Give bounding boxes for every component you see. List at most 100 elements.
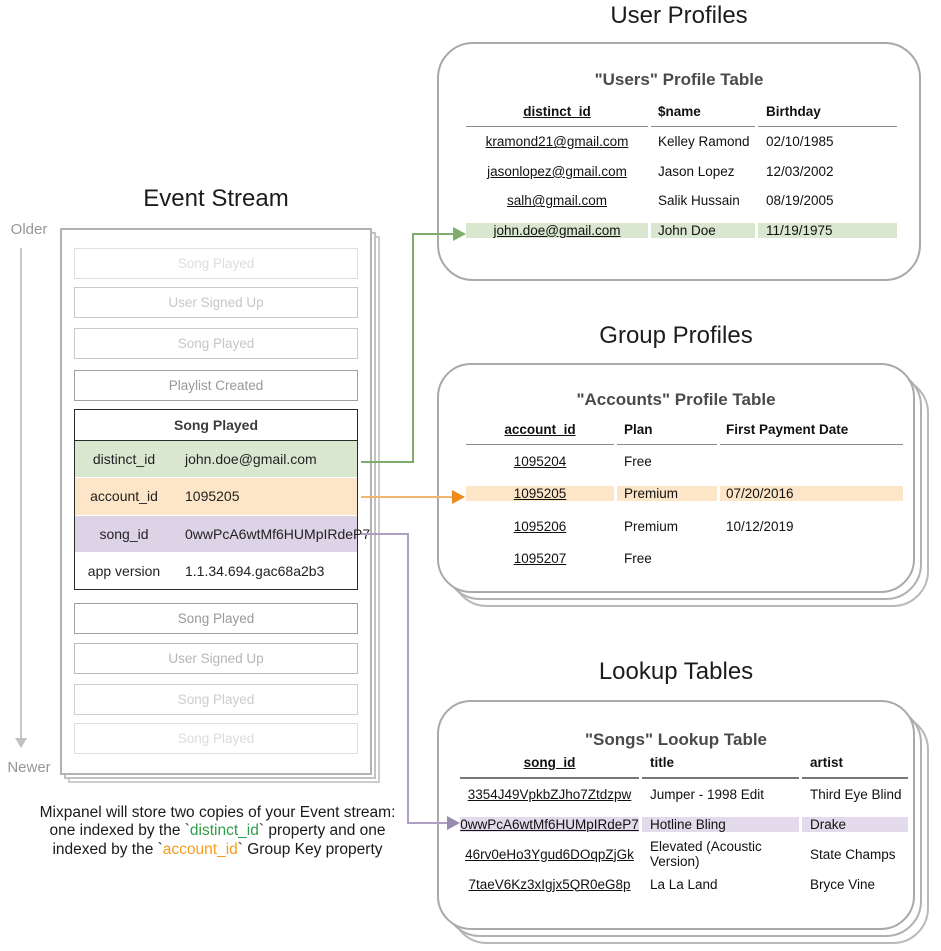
account-id-arrowhead-icon <box>452 490 465 504</box>
caption-highlighted-term: distinct_id <box>189 822 259 840</box>
accounts-table-row: 1095207 Free <box>466 543 903 576</box>
songs-table-cell: 46rv0eHo3Ygud6DOqpZjGk <box>465 846 634 862</box>
accounts-table-heading: "Accounts" Profile Table <box>576 390 776 409</box>
users-column-header: distinct_id <box>466 104 648 127</box>
newer-label: Newer <box>7 759 51 776</box>
event-item: Song Played <box>74 723 358 754</box>
users-table-cell: 12/03/2002 <box>766 163 834 179</box>
caption-line: one indexed by the `distinct_id` propert… <box>25 822 410 840</box>
event-item: User Signed Up <box>74 287 358 318</box>
songs-table-cell: 3354J49VpkbZJho7Ztdzpw <box>467 786 632 802</box>
songs-table-cell: Elevated (Acoustic Version) <box>650 839 762 869</box>
accounts-table-cell: 1095206 <box>513 518 567 534</box>
event-property-key: app version <box>87 562 161 579</box>
accounts-table-cell: 1095207 <box>513 551 567 567</box>
accounts-table-cell: 10/12/2019 <box>726 518 794 534</box>
caption-segment: Mixpanel will store two copies of your E… <box>39 804 396 821</box>
accounts-table-row: 1095206 Premium 10/12/2019 <box>466 510 903 543</box>
user-profiles-title: User Profiles <box>610 2 748 29</box>
song-id-arrowhead-icon <box>447 816 460 830</box>
distinct-id-connector-line <box>412 233 414 463</box>
users-table-cell: jasonlopez@gmail.com <box>487 163 627 179</box>
users-column-header: $name <box>651 104 755 127</box>
accounts-table-cell: 1095205 <box>466 486 614 502</box>
expanded-event-card: Song Played distinct_id john.doe@gmail.co… <box>74 409 370 590</box>
songs-table-row: 46rv0eHo3Ygud6DOqpZjGk Elevated (Acoustic… <box>460 839 908 869</box>
event-stream-stack: Song Played distinct_id john.doe@gmail.co… <box>60 228 380 783</box>
event-property-row: app version 1.1.34.694.gac68a2b3 <box>75 551 357 589</box>
users-table-row: salh@gmail.com Salik Hussain 08/19/2005 <box>466 186 900 216</box>
users-table-cell: 11/19/1975 <box>758 222 897 238</box>
users-table-cell: john.doe@gmail.com <box>466 222 648 238</box>
users-table-cell: John Doe <box>651 222 755 238</box>
caption-line: Mixpanel will store two copies of your E… <box>25 804 410 822</box>
songs-table-body: 3354J49VpkbZJho7Ztdzpw Jumper - 1998 Edit… <box>460 779 908 899</box>
songs-column-header: song_id <box>460 755 639 779</box>
event-property-row: distinct_id john.doe@gmail.com <box>75 441 357 478</box>
songs-column-header: artist <box>802 755 908 779</box>
accounts-column-header: Plan <box>617 422 717 445</box>
song-id-connector-line <box>407 822 449 824</box>
caption-line: indexed by the `account_id` Group Key pr… <box>25 841 410 859</box>
event-property-key: song_id <box>99 525 149 542</box>
accounts-table-cell: Premium <box>617 486 717 502</box>
event-property-value: john.doe@gmail.com <box>185 451 317 468</box>
users-table-cell: salh@gmail.com <box>507 193 607 209</box>
users-table-cell: Salik Hussain <box>658 193 740 209</box>
accounts-table-cell: Free <box>624 551 652 567</box>
event-property-key: account_id <box>90 488 158 505</box>
users-table-cell: Kelley Ramond <box>658 134 750 150</box>
event-stream-title: Event Stream <box>143 185 289 212</box>
distinct-id-connector-line <box>412 233 456 235</box>
caption-segment: ` property and one <box>258 822 386 840</box>
event-property-value: 0wwPcA6wtMf6HUMpIRdeP7 <box>185 525 371 542</box>
users-table-cell: 02/10/1985 <box>766 134 834 150</box>
group-profiles-title: Group Profiles <box>599 322 753 349</box>
accounts-table-cell: Premium <box>624 518 679 534</box>
songs-table-cell: Third Eye Blind <box>810 786 902 802</box>
songs-table-cell: La La Land <box>650 876 718 892</box>
event-stream-panel: Song Played distinct_id john.doe@gmail.co… <box>60 228 372 775</box>
caption-segment: ` Group Key property <box>237 840 383 858</box>
expanded-event-title: Song Played <box>75 410 357 441</box>
users-table-body: kramond21@gmail.com Kelley Ramond 02/10/19… <box>466 127 900 245</box>
event-property-value: 1.1.34.694.gac68a2b3 <box>185 562 325 579</box>
accounts-table-cell: 1095204 <box>513 453 567 469</box>
event-item: Song Played <box>74 603 358 634</box>
event-property-key: distinct_id <box>92 451 156 468</box>
event-item: Song Played <box>74 684 358 715</box>
songs-table-cell: Drake <box>802 816 908 832</box>
song-id-connector-line <box>361 533 409 535</box>
songs-table-row: 3354J49VpkbZJho7Ztdzpw Jumper - 1998 Edit… <box>460 779 908 809</box>
users-table-cell: kramond21@gmail.com <box>485 134 629 150</box>
users-table-cell: 08/19/2005 <box>766 193 834 209</box>
accounts-column-header: First Payment Date <box>720 422 903 445</box>
songs-table-cell: State Champs <box>810 846 896 862</box>
caption-highlighted-term: account_id <box>162 840 238 858</box>
songs-column-header: title <box>642 755 799 779</box>
account-id-connector-line <box>361 496 454 498</box>
songs-table-cell: Jumper - 1998 Edit <box>650 786 765 802</box>
distinct-id-arrowhead-icon <box>453 227 466 241</box>
users-table-heading: "Users" Profile Table <box>594 70 764 89</box>
accounts-table-cell: 07/20/2016 <box>720 486 903 502</box>
event-item: Song Played <box>74 328 358 359</box>
songs-table-heading: "Songs" Lookup Table <box>584 730 768 749</box>
timeline-line <box>20 248 22 738</box>
